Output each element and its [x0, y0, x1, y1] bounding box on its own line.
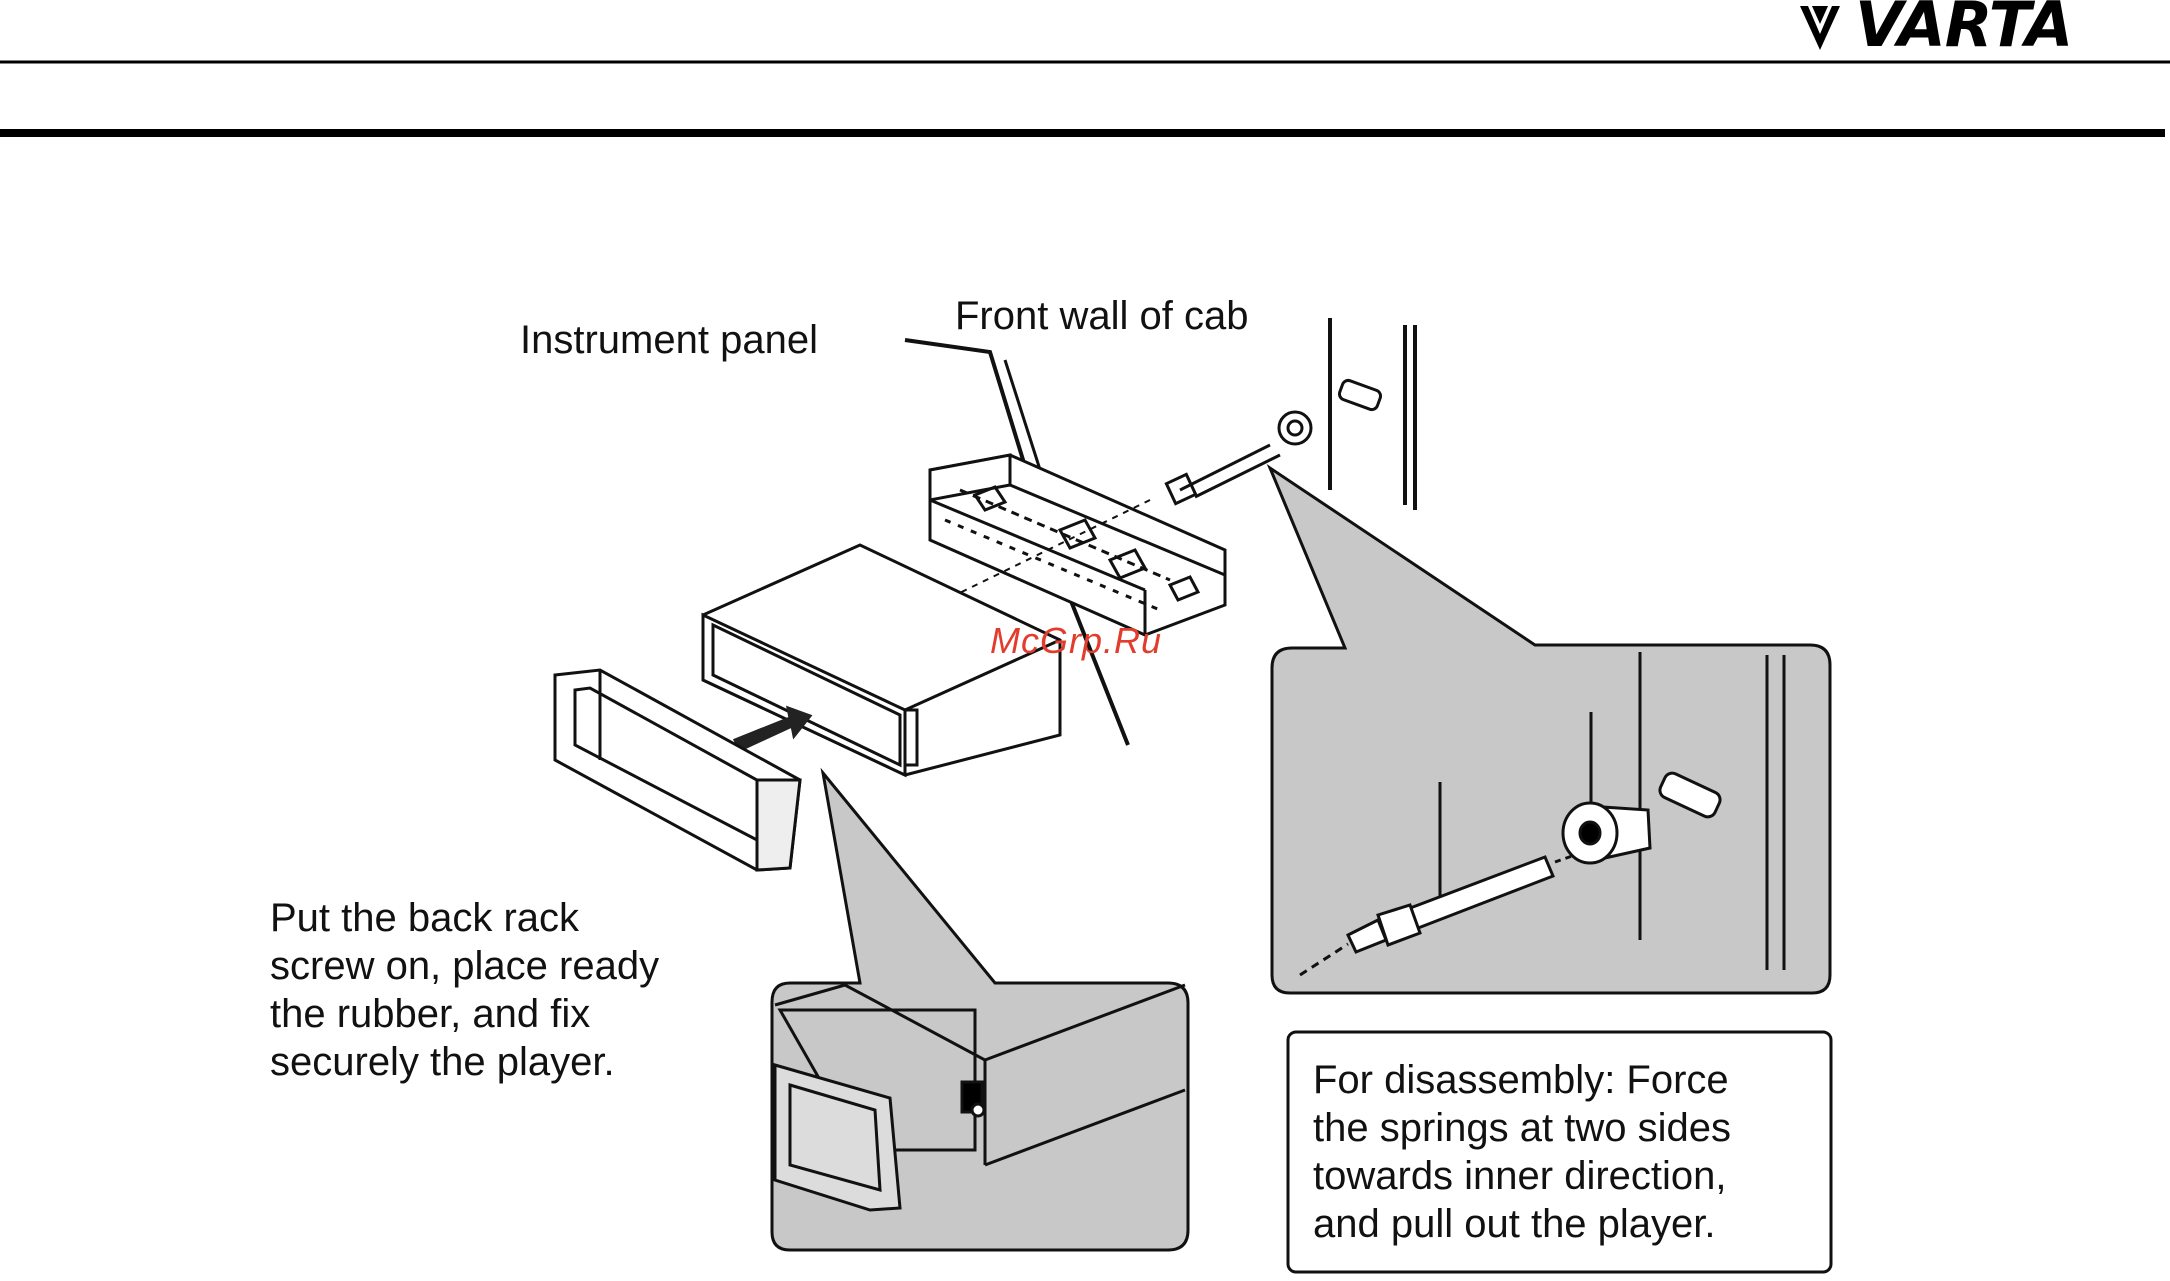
install-line: securely the player.	[270, 1038, 659, 1086]
disassembly-instructions: For disassembly: Force the springs at tw…	[1313, 1056, 1731, 1248]
disassembly-line: For disassembly: Force	[1313, 1056, 1731, 1104]
install-line: Put the back rack	[270, 894, 659, 942]
install-line: screw on, place ready	[270, 942, 659, 990]
front-wall-label: Front wall of cab	[955, 292, 1248, 340]
watermark: McGrp.Ru	[990, 620, 1162, 662]
disassembly-line: towards inner direction,	[1313, 1152, 1731, 1200]
disassembly-line: and pull out the player.	[1313, 1200, 1731, 1248]
install-line: the rubber, and fix	[270, 990, 659, 1038]
install-instructions: Put the back rack screw on, place ready …	[270, 894, 659, 1086]
instrument-panel-label: Instrument panel	[520, 316, 818, 364]
disassembly-line: the springs at two sides	[1313, 1104, 1731, 1152]
